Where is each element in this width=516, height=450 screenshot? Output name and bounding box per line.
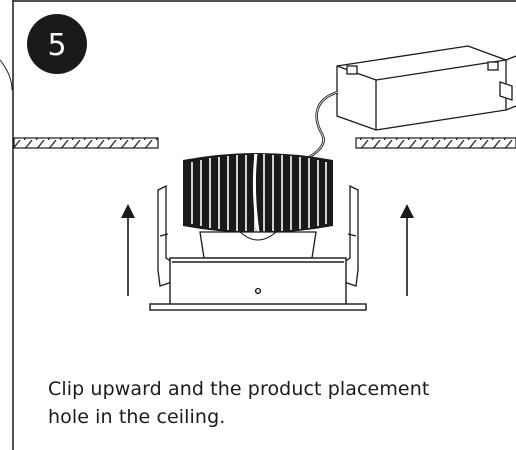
frame-left-curve: [0, 59, 13, 91]
up-arrow-icon: [400, 204, 414, 296]
lamp-neck: [199, 231, 317, 259]
up-arrow-icon: [121, 204, 135, 296]
caption-line-2: hole in the ceiling.: [48, 406, 226, 428]
lamp-housing: [149, 257, 367, 311]
ceiling-right: [355, 137, 516, 149]
caption: Clip upward and the product placement ho…: [48, 375, 508, 431]
housing-screw: [254, 287, 262, 295]
caption-line-1: Clip upward and the product placement: [48, 378, 430, 400]
step-number: 5: [47, 28, 66, 63]
heatsink: [183, 153, 333, 233]
step-badge: 5: [27, 14, 87, 74]
driver-cable: [291, 90, 339, 168]
driver-box: [336, 45, 516, 131]
ceiling-left: [13, 137, 159, 149]
